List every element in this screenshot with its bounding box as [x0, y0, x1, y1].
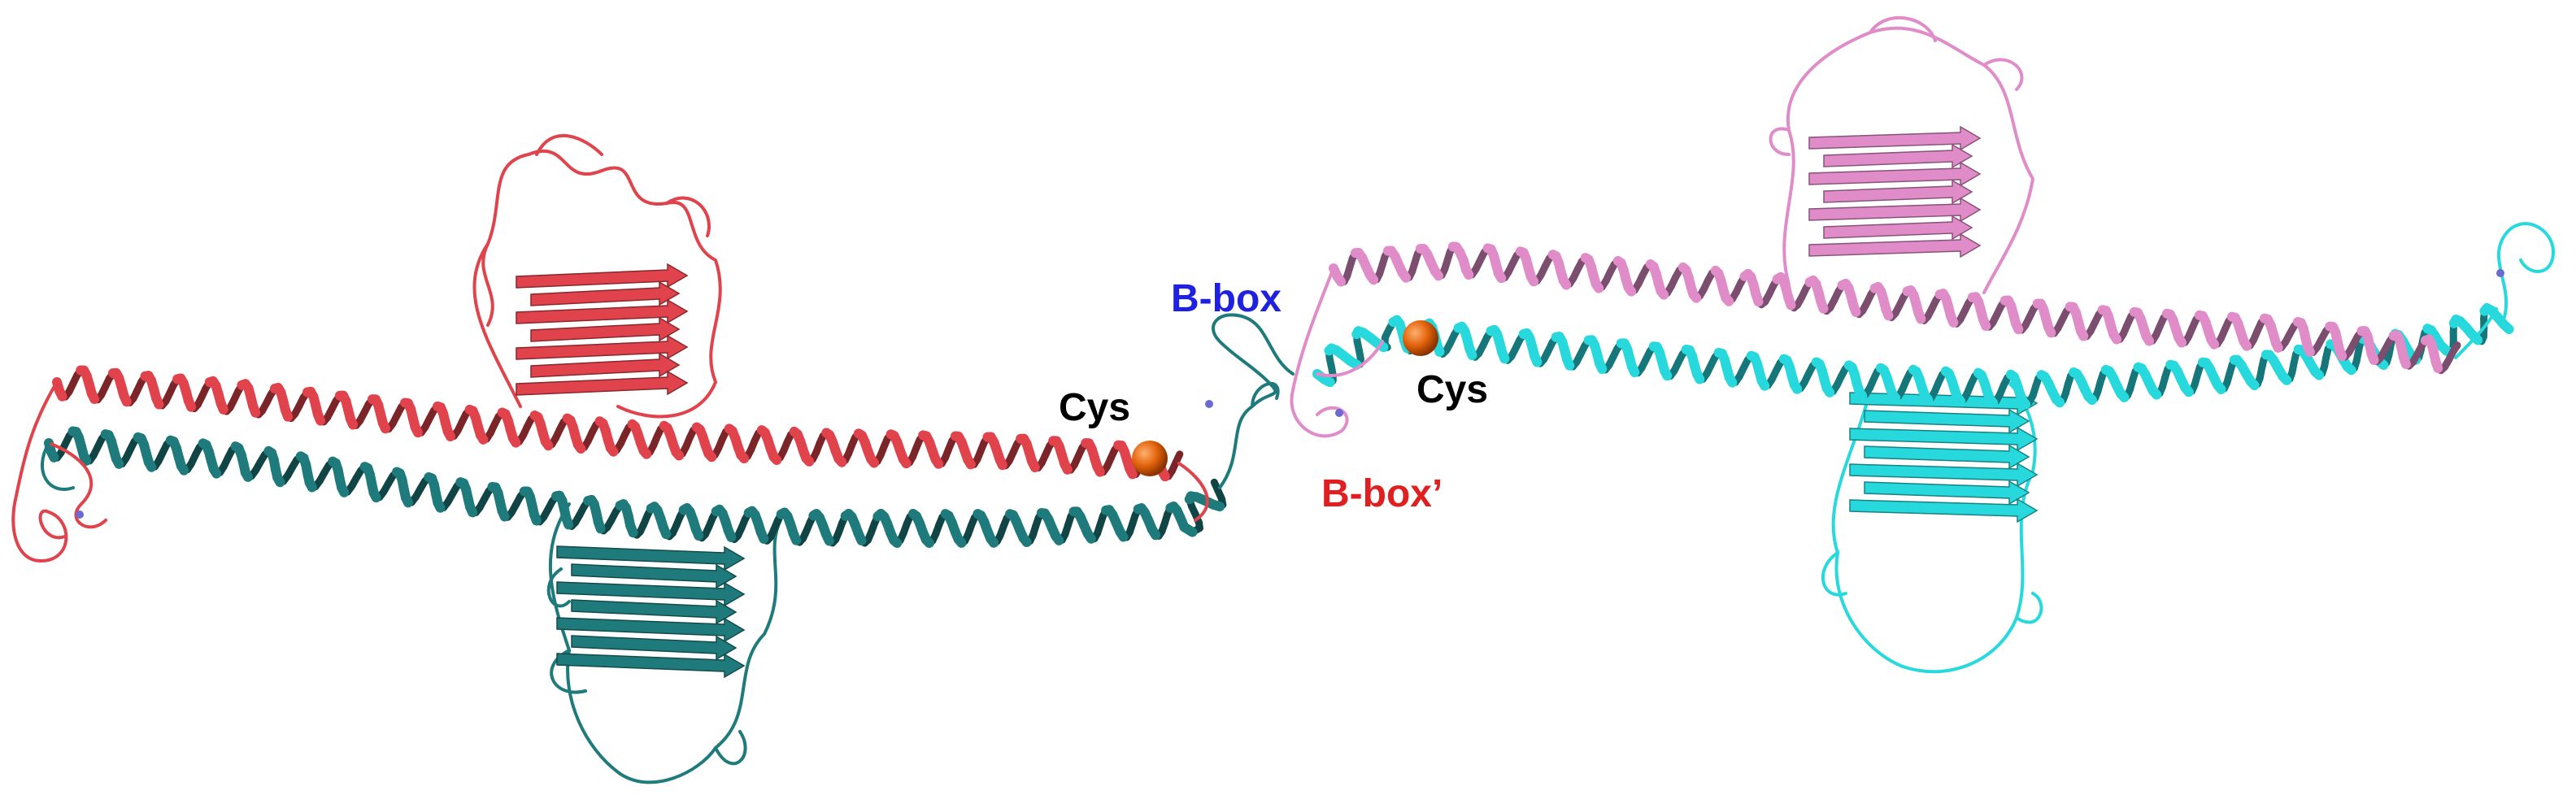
left-dimer: [11, 134, 1295, 784]
left-red-helix: [52, 365, 1184, 482]
right-end-loops: [1290, 222, 2555, 438]
left-teal-globular-domain: [546, 502, 782, 784]
cys-atom: [1132, 441, 1168, 476]
zinc-atom: [2496, 269, 2504, 277]
left-teal-helix: [44, 426, 1227, 548]
cys-label-left: Cys: [1059, 386, 1131, 429]
right-cyan-globular-domain: [1821, 380, 2043, 674]
left-end-loop: [11, 380, 107, 563]
right-dimer: [1290, 16, 2555, 674]
zinc-atom: [76, 510, 84, 519]
zinc-atom: [1205, 400, 1213, 408]
left-bbox-loop: [1177, 313, 1295, 522]
cys-label-right: Cys: [1416, 368, 1489, 411]
right-pink-globular-domain: [1769, 16, 2034, 294]
bbox-prime-label: B-box’: [1321, 472, 1443, 515]
left-red-globular-domain: [472, 134, 722, 419]
right-pink-helix: [1329, 241, 2461, 375]
cys-atom: [1403, 320, 1438, 356]
zinc-atom: [1335, 409, 1343, 417]
bbox-label: B-box: [1171, 277, 1281, 320]
